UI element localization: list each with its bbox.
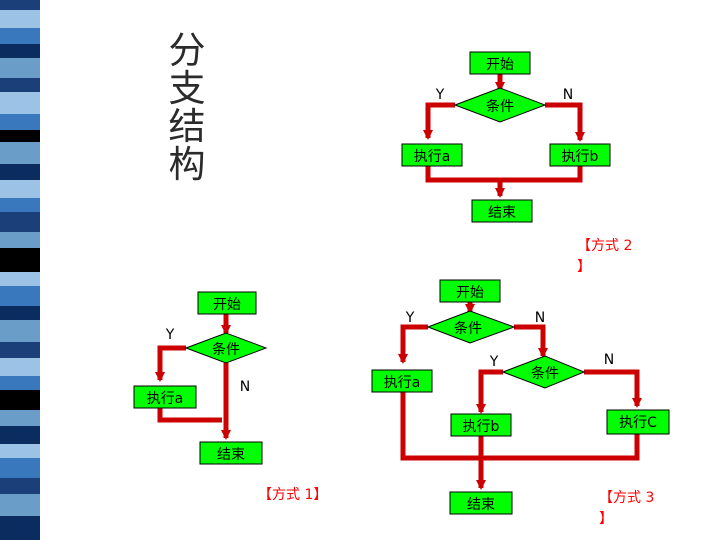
flow1-yes-label: Y: [165, 327, 175, 343]
flow1-end-label: 结束: [217, 447, 245, 463]
flow2-start-label: 开始: [486, 57, 514, 73]
flowchart-method-1: 开始 条件 Y N 执行a 结束 【方式 1】: [134, 292, 327, 503]
flowchart-method-2: 开始 条件 Y N 执行a 执行b 结束 【方式 2 】: [402, 52, 632, 275]
flow3-condition2-label: 条件: [531, 365, 559, 382]
flow3-yes1-label: Y: [405, 310, 415, 326]
flow2-no-label: N: [563, 87, 573, 103]
flow2-merge-line: [428, 165, 580, 180]
flow2-end-label: 结束: [488, 205, 516, 221]
flow1-exec-to-merge: [160, 408, 222, 420]
flow2-arrow-no: [545, 105, 580, 140]
flow3-caption-line1: 【方式 3: [599, 490, 654, 506]
flow2-exec-b-label: 执行b: [562, 149, 599, 165]
flow3-yes2-label: Y: [489, 354, 499, 370]
flow3-arrow-no2: [584, 372, 637, 406]
flow3-exec-b-label: 执行b: [463, 419, 500, 435]
flow3-end-label: 结束: [467, 497, 495, 513]
flow2-caption-line2: 】: [577, 259, 591, 275]
flow2-arrow-yes: [428, 105, 455, 138]
flow2-caption-line1: 【方式 2: [577, 238, 632, 254]
flow3-no1-label: N: [535, 310, 545, 326]
flowchart-method-3: 开始 条件 Y N 执行a 条件 Y N 执行b 执行C 结束 【方式 3 】: [372, 280, 669, 527]
flow1-start-label: 开始: [213, 297, 241, 313]
flow1-caption: 【方式 1】: [258, 487, 327, 503]
flow1-exec-a-label: 执行a: [147, 391, 184, 407]
flow1-condition-label: 条件: [212, 341, 240, 358]
flow3-condition1-label: 条件: [454, 320, 482, 337]
flow1-arrow-yes: [160, 348, 186, 380]
flow3-exec-a-label: 执行a: [384, 375, 421, 391]
flow2-condition-label: 条件: [486, 98, 514, 115]
flow3-arrow-no1: [514, 327, 543, 356]
flow2-yes-label: Y: [435, 87, 445, 103]
flow3-arrow-yes2: [481, 372, 503, 412]
flow3-caption-line2: 】: [599, 511, 613, 527]
flow3-arrow-yes1: [403, 327, 428, 362]
flow3-merge-line: [403, 392, 637, 458]
flow3-no2-label: N: [604, 352, 614, 368]
flow3-exec-c-label: 执行C: [619, 415, 657, 431]
flow3-start-label: 开始: [456, 285, 484, 301]
flow1-no-label: N: [240, 379, 250, 395]
flow2-exec-a-label: 执行a: [414, 149, 451, 165]
